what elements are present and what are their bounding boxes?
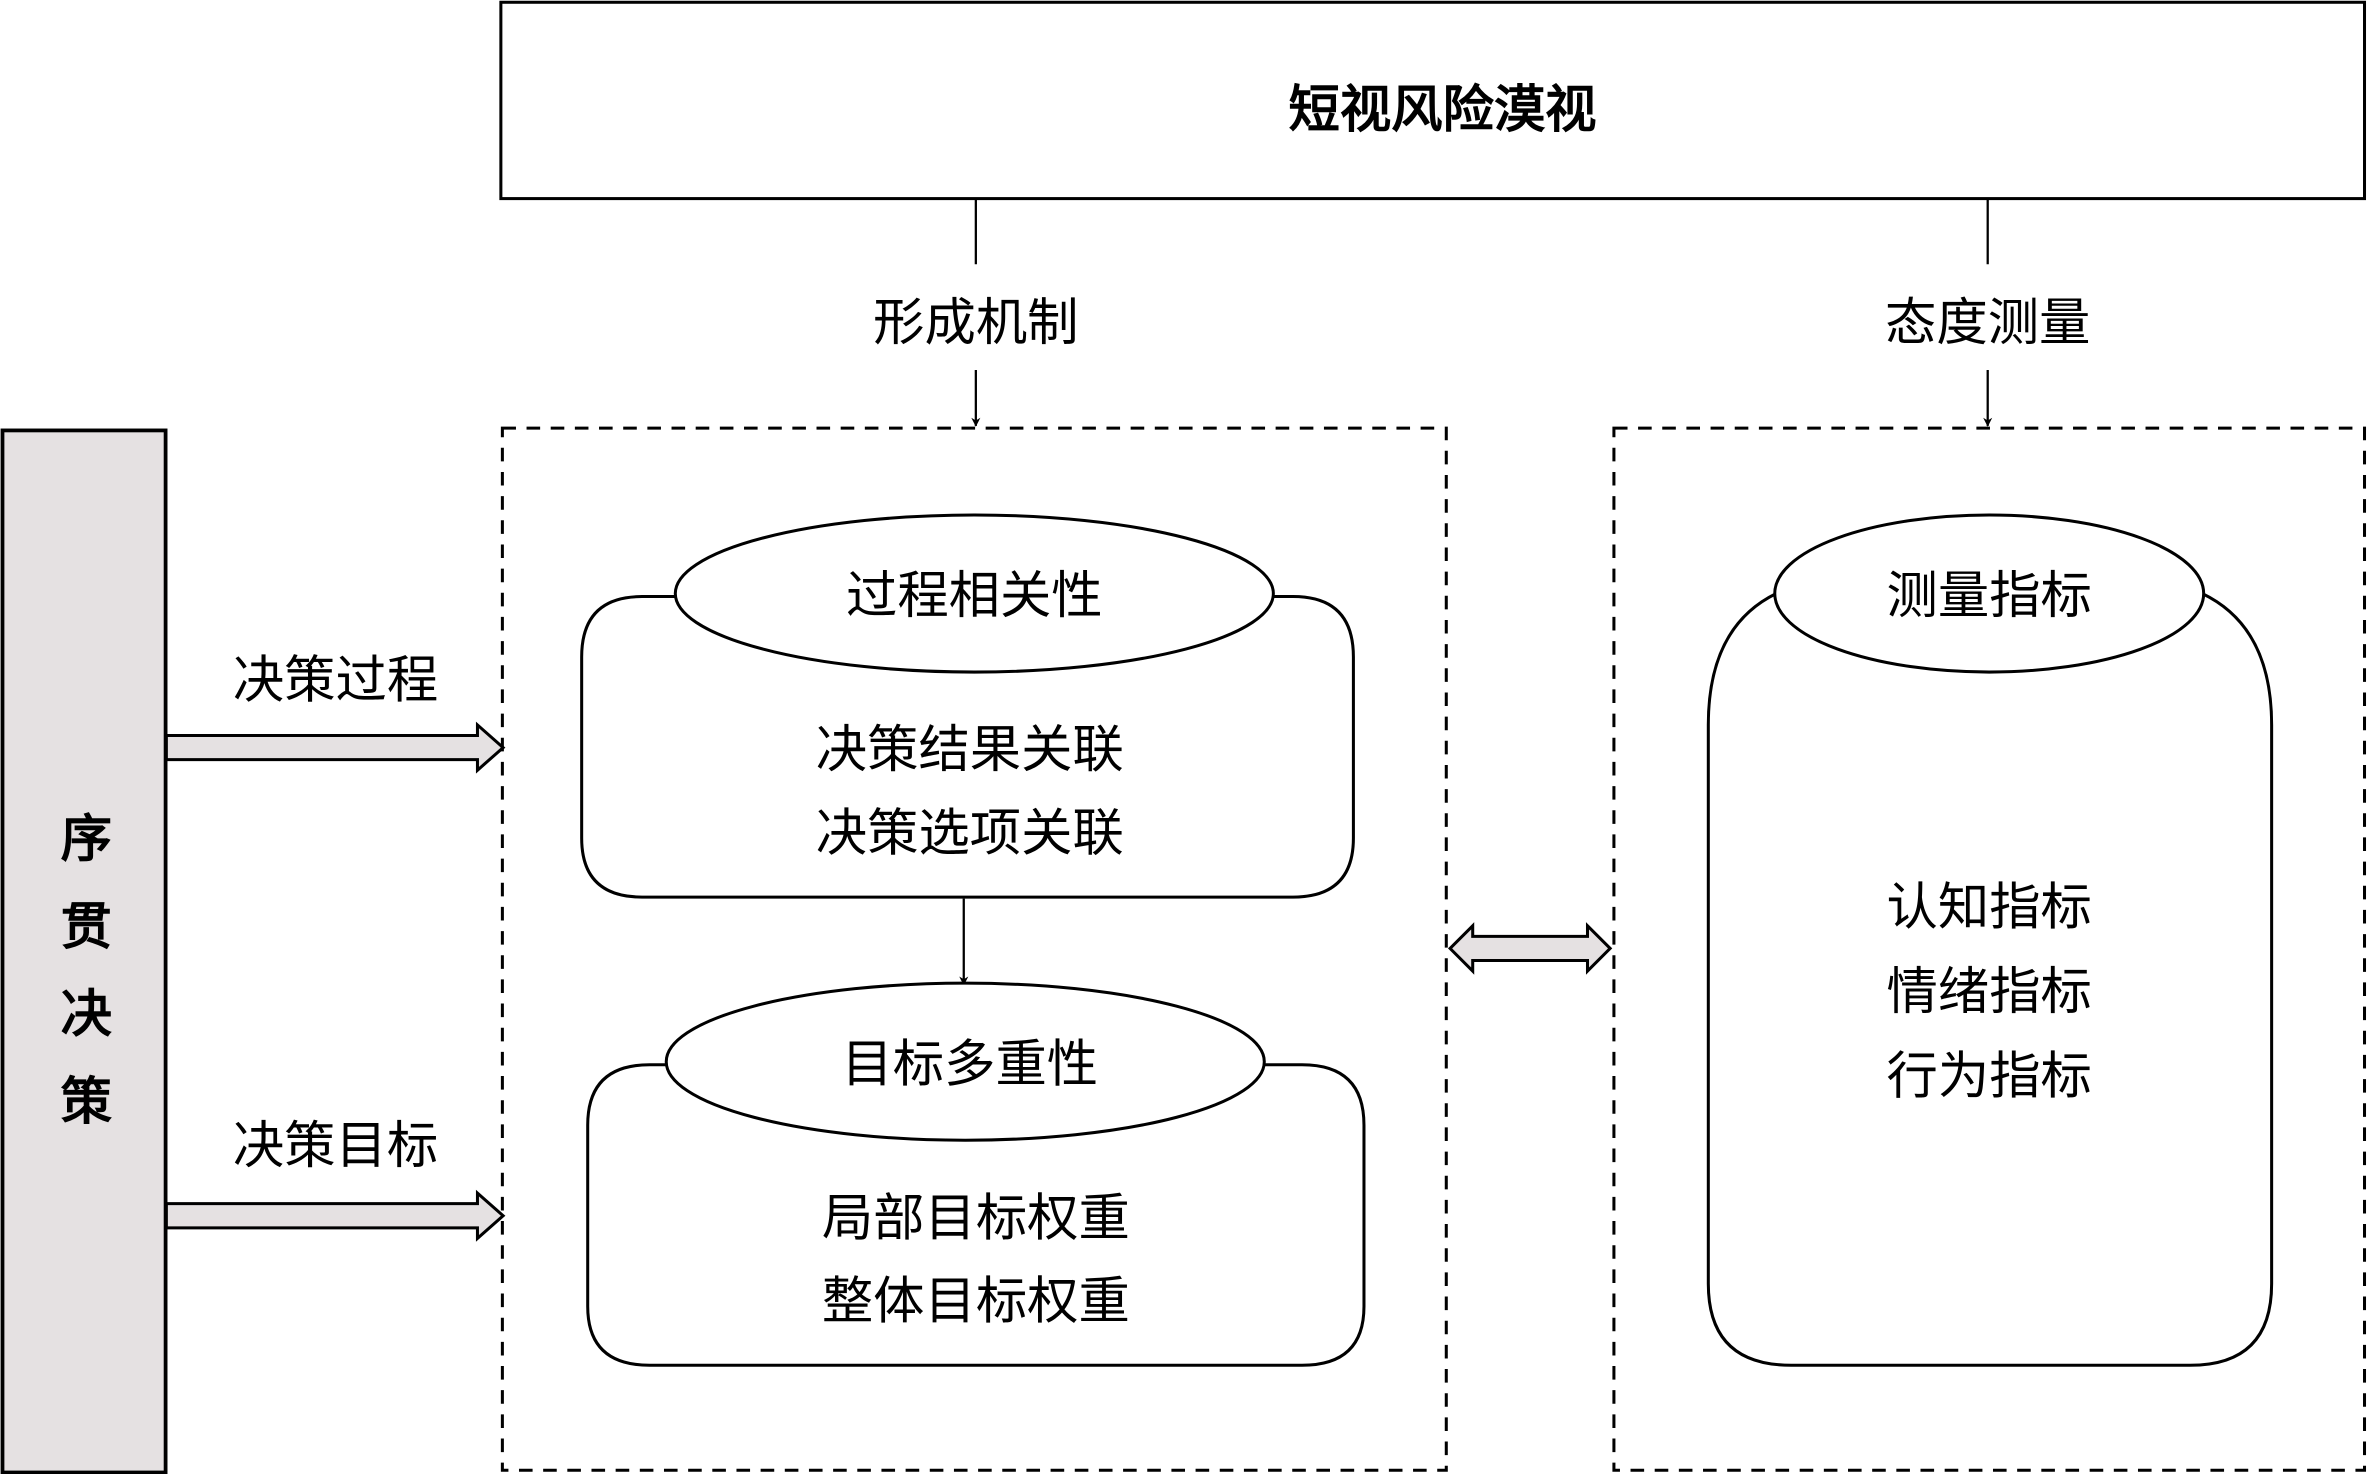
input-arrow-goal: 决策目标 — [164, 1116, 506, 1242]
measurement-item: 认知指标 — [1887, 877, 2092, 937]
sidebar-char: 贯 — [61, 897, 112, 957]
sidebar-char: 决 — [61, 984, 113, 1044]
goal-item: 整体目标权重 — [822, 1271, 1130, 1331]
measurement-indicators-block: 测量指标 认知指标 情绪指标 行为指标 — [1706, 513, 2274, 1367]
goal-multiplicity-block: 目标多重性 局部目标权重 整体目标权重 — [586, 981, 1366, 1367]
block-arrow-right-icon — [164, 1189, 506, 1242]
process-relevance-block: 过程相关性 决策结果关联 决策选项关联 — [580, 513, 1355, 899]
process-relevance-header: 过程相关性 — [846, 566, 1103, 626]
title-text: 短视风险漠视 — [1289, 80, 1597, 140]
process-item: 决策选项关联 — [816, 803, 1124, 863]
connector-measurement: 态度测量 — [1885, 199, 2090, 427]
branch-label-measurement: 态度测量 — [1885, 293, 2090, 353]
sidebar-char: 策 — [61, 1072, 113, 1132]
measurement-header: 测量指标 — [1887, 566, 2092, 626]
measurement-item: 行为指标 — [1887, 1046, 2092, 1106]
sequential-decision-bar: 序 贯 决 策 — [0, 428, 168, 1474]
block-arrow-right-icon — [164, 721, 506, 774]
connector-mechanism: 形成机制 — [873, 199, 1079, 427]
mechanism-container — [500, 426, 1448, 1472]
process-item: 决策结果关联 — [816, 720, 1124, 780]
measurement-container — [1612, 426, 2367, 1472]
goal-item: 局部目标权重 — [822, 1188, 1130, 1248]
double-arrow-icon — [1447, 922, 1613, 975]
goal-multiplicity-header: 目标多重性 — [841, 1034, 1098, 1094]
input-label-goal: 决策目标 — [233, 1116, 438, 1176]
input-label-process: 决策过程 — [233, 651, 438, 711]
measurement-item: 情绪指标 — [1887, 962, 2092, 1022]
title-box: 短视风险漠视 — [499, 0, 2367, 201]
branch-label-mechanism: 形成机制 — [873, 293, 1078, 353]
input-arrow-process: 决策过程 — [164, 651, 506, 774]
sidebar-char: 序 — [61, 809, 112, 869]
